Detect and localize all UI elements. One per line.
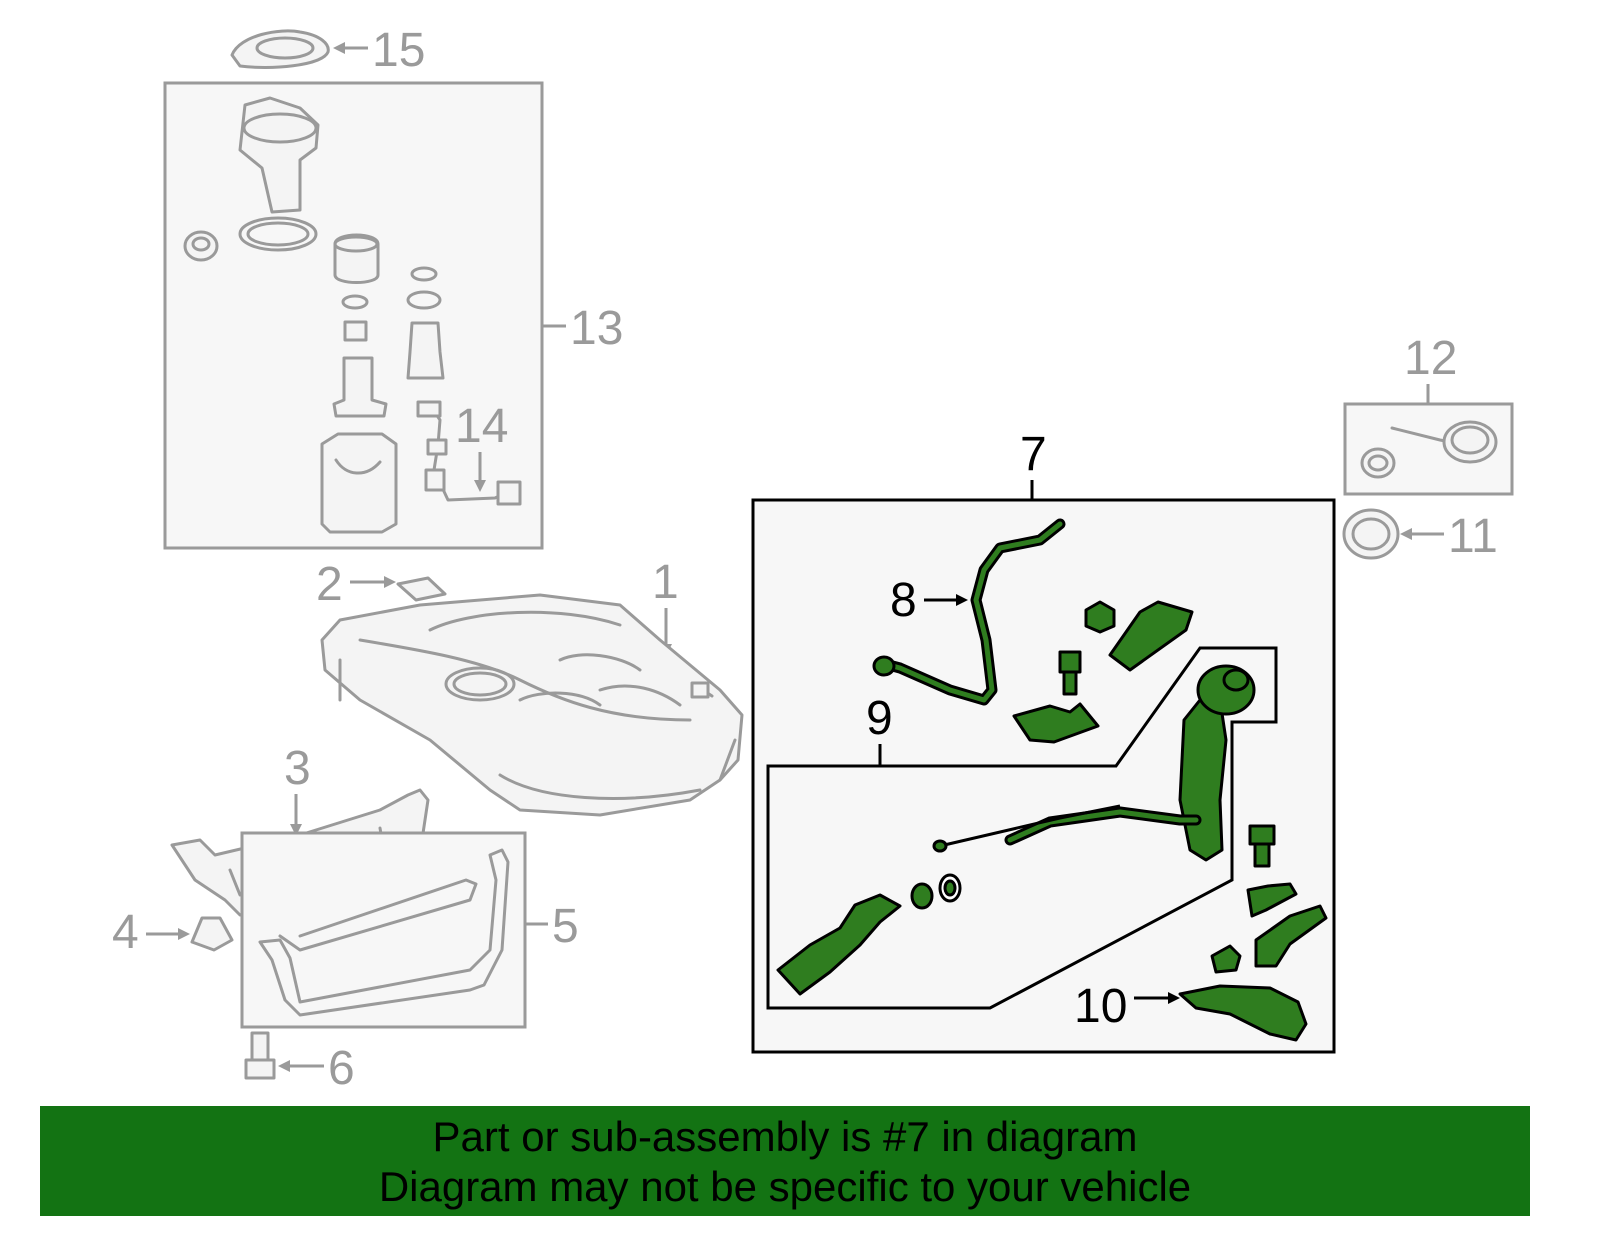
callout-14: 14 bbox=[455, 400, 508, 453]
part-9-outline[interactable] bbox=[766, 646, 1278, 1010]
part-7-bolt-lower[interactable] bbox=[1248, 824, 1276, 868]
part-5-box[interactable] bbox=[240, 831, 527, 1029]
arrow-14-icon bbox=[474, 480, 486, 492]
callout-10: 10 bbox=[1074, 980, 1127, 1033]
part-7-bracket-upper[interactable] bbox=[1108, 600, 1194, 672]
callout-9: 9 bbox=[866, 692, 893, 745]
arrow-6-icon bbox=[278, 1060, 290, 1072]
part-7-bolt-upper[interactable] bbox=[1058, 650, 1082, 696]
callout-6: 6 bbox=[328, 1042, 355, 1095]
banner-line-1: Part or sub-assembly is #7 in diagram bbox=[432, 1113, 1138, 1160]
callout-5: 5 bbox=[552, 900, 579, 953]
callout-13: 13 bbox=[570, 302, 623, 355]
callout-1: 1 bbox=[652, 556, 679, 609]
part-11-housing[interactable] bbox=[1342, 508, 1400, 560]
part-6-bolt[interactable] bbox=[244, 1031, 276, 1080]
arrow-11-icon bbox=[1400, 528, 1412, 540]
part-2-pad[interactable] bbox=[396, 576, 447, 602]
info-banner: Part or sub-assembly is #7 in diagram Di… bbox=[40, 1106, 1530, 1216]
callout-11: 11 bbox=[1448, 510, 1498, 563]
part-12-fuel-cap bbox=[1360, 420, 1498, 479]
callout-8: 8 bbox=[890, 574, 917, 627]
part-7-clip-a[interactable] bbox=[1246, 882, 1298, 918]
arrow-4-icon bbox=[178, 928, 190, 940]
callout-3: 3 bbox=[284, 742, 311, 795]
callout-15: 15 bbox=[372, 24, 425, 77]
part-5-straps bbox=[258, 848, 510, 1017]
part-7-clip-b[interactable] bbox=[1254, 904, 1328, 968]
arrow-8-icon bbox=[956, 594, 968, 606]
arrow-10-icon bbox=[1168, 992, 1180, 1004]
arrow-15-icon bbox=[333, 42, 345, 54]
callout-2: 2 bbox=[316, 558, 343, 611]
part-8-breather-tube[interactable] bbox=[872, 518, 1066, 706]
part-10-bracket[interactable] bbox=[1178, 984, 1308, 1042]
arrow-2-icon bbox=[384, 576, 396, 588]
callout-7: 7 bbox=[1020, 428, 1047, 481]
part-15-retainer[interactable] bbox=[230, 29, 330, 69]
part-1-fuel-tank[interactable] bbox=[320, 593, 744, 817]
callout-12: 12 bbox=[1404, 332, 1457, 385]
part-7-box[interactable] bbox=[751, 498, 1336, 1054]
part-7-grommet[interactable] bbox=[1084, 600, 1116, 634]
banner-line-2: Diagram may not be specific to your vehi… bbox=[378, 1163, 1192, 1210]
callout-4: 4 bbox=[112, 906, 139, 959]
part-13-components bbox=[183, 96, 522, 534]
part-9-inlet-hose[interactable] bbox=[776, 873, 962, 996]
part-7-valve[interactable] bbox=[1012, 702, 1100, 744]
arrow-3-icon bbox=[290, 824, 302, 836]
part-7-clip-c[interactable] bbox=[1210, 944, 1242, 974]
part-9-filler-neck[interactable] bbox=[932, 664, 1256, 862]
part-4-clip[interactable] bbox=[190, 916, 234, 952]
